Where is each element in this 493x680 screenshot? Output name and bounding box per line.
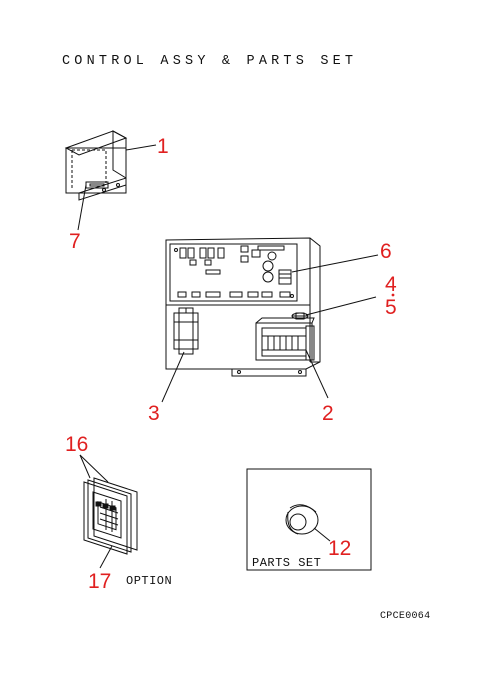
control-panel-assembly (165, 237, 321, 377)
callout-5: 5 (385, 296, 397, 319)
part-2-terminal-block (255, 317, 315, 361)
leader-line-2 (305, 349, 329, 399)
leader-line-4-5 (305, 296, 377, 316)
callout-16: 16 (65, 433, 88, 456)
callout-3: 3 (148, 402, 160, 425)
part-16-17-remote-panel (83, 477, 138, 555)
option-label: OPTION (126, 574, 172, 588)
callout-17: 17 (88, 570, 111, 593)
callout-7: 7 (69, 230, 81, 253)
leader-line-6 (291, 254, 379, 273)
leader-line-1 (125, 144, 157, 151)
callout-6: 6 (380, 240, 392, 263)
callout-12: 12 (328, 537, 351, 560)
parts-set-label: PARTS SET (252, 556, 321, 570)
parts-set-box (246, 468, 372, 571)
leader-line-3 (161, 351, 185, 403)
leader-line-16a (79, 454, 91, 479)
part-6-pcb (169, 243, 298, 302)
part-1-cover-box (64, 130, 128, 201)
callout-4: 4 (385, 273, 397, 296)
part-3-transformer (173, 307, 199, 355)
document-id: CPCE0064 (380, 611, 431, 622)
callout-2: 2 (322, 402, 334, 425)
callout-4-5-dot (391, 293, 395, 297)
leader-line-7 (77, 184, 87, 231)
part-4-5-fuse (291, 312, 309, 320)
callout-1: 1 (157, 135, 169, 158)
diagram-title: CONTROL ASSY & PARTS SET (62, 54, 358, 69)
leader-line-17 (99, 545, 113, 569)
leader-line-16b (79, 454, 109, 483)
